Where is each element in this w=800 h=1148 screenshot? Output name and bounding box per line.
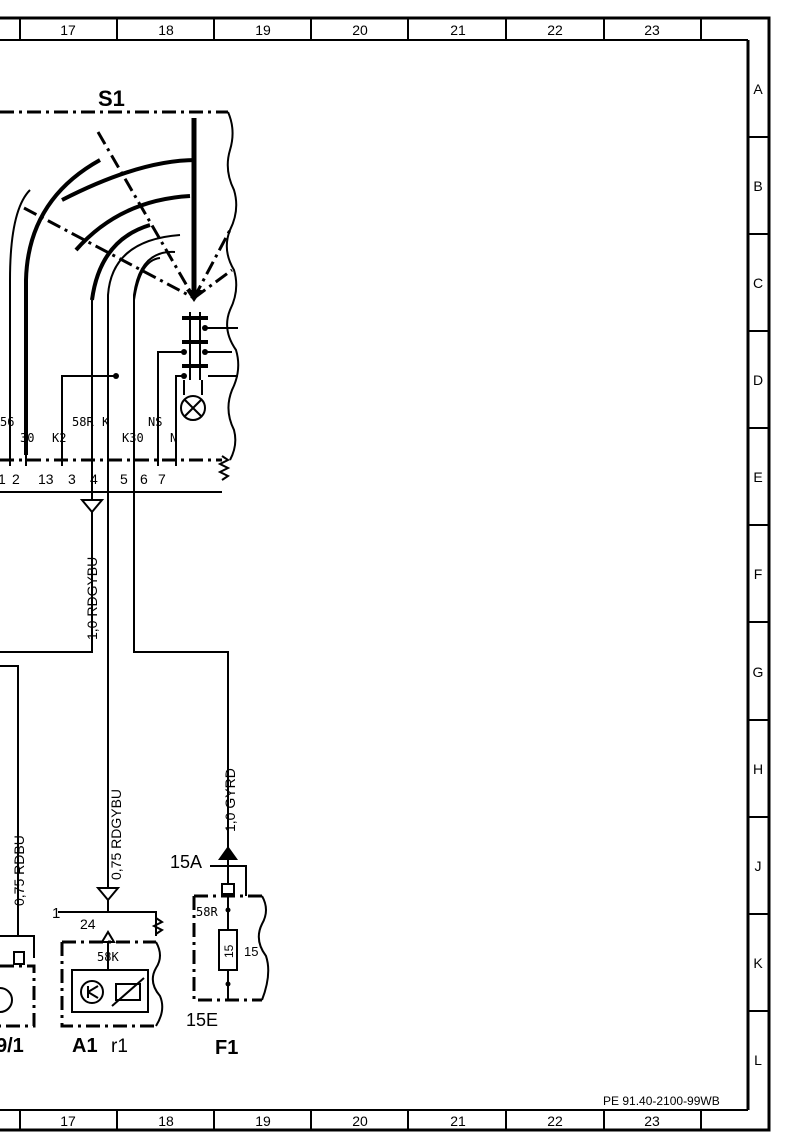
f1-bottom-terminal: 15E	[186, 1010, 218, 1030]
s1-pin-number: 5	[120, 471, 128, 487]
s1-pin-number: 4	[90, 471, 98, 487]
s1-pin-number: 7	[158, 471, 166, 487]
column-labels-top: 17 18 19 20 21 22 23	[60, 22, 660, 38]
col-label: 23	[644, 22, 660, 38]
col-label: 19	[255, 1113, 271, 1129]
wire-label: 0,75 RDGYBU	[108, 789, 124, 880]
column-labels-bottom: 17 18 19 20 21 22 23	[60, 1113, 660, 1129]
s1-pin-name: 58R	[72, 415, 94, 429]
row-label: J	[755, 858, 762, 874]
f1-fuse-label: 15	[244, 944, 258, 959]
row-label: G	[753, 664, 764, 680]
s1-switch: S1	[0, 86, 240, 493]
col-label: 18	[158, 22, 174, 38]
wire-label: 0,75 RDBU	[11, 835, 27, 906]
a1-ref: A1	[72, 1035, 98, 1057]
row-label: D	[753, 372, 763, 388]
row-label: B	[753, 178, 762, 194]
f1-fuse-value: 15	[222, 944, 236, 958]
f1-pin-label: 58R	[196, 905, 218, 919]
s1-pin-name: 56	[0, 415, 14, 429]
a1-sub-ref: r1	[111, 1036, 128, 1057]
row-label: L	[754, 1052, 762, 1068]
row-label: E	[753, 469, 762, 485]
a1-component: 1 24 58K A1 r1	[52, 905, 164, 1057]
wire-rdgybu-1: 1,0 RDGYBU	[0, 466, 105, 653]
col-label: 20	[352, 1113, 368, 1129]
document-code: PE 91.40-2100-99WB	[603, 1094, 720, 1108]
wire-label: 1,0 RDGYBU	[84, 557, 100, 640]
s1-pin-name: N	[170, 431, 177, 445]
row-labels: A B C D E F G H J K L	[753, 81, 764, 1068]
a1-pin-label: 58K	[97, 950, 119, 964]
col-label: 18	[158, 1113, 174, 1129]
col-label: 21	[450, 1113, 466, 1129]
drawing-frame	[0, 16, 771, 1132]
a1-pin-number: 24	[80, 916, 96, 932]
col-label: 23	[644, 1113, 660, 1129]
row-label: C	[753, 275, 763, 291]
col-label: 17	[60, 1113, 76, 1129]
wire-gyrd: 1,0 GYRD	[133, 466, 238, 860]
s1-pin-number: 13	[38, 471, 54, 487]
col-label: 19	[255, 22, 271, 38]
f1-top-terminal: 15A	[170, 852, 202, 872]
left-partial-component: 9/1	[0, 935, 36, 1057]
s1-pin-name: K	[102, 415, 110, 429]
s1-pin-number: 1	[0, 471, 6, 487]
s1-pin-name: K2	[52, 431, 66, 445]
col-label: 22	[547, 22, 563, 38]
row-label: A	[753, 81, 763, 97]
s1-pin-name: K30	[122, 431, 144, 445]
wire-rdbu: 0,75 RDBU	[0, 665, 27, 936]
row-label: K	[753, 955, 763, 971]
s1-pin-name: 30	[20, 431, 34, 445]
f1-component: 15A 58R 15 15 15E F1	[170, 852, 270, 1059]
s1-pin-name: NS	[148, 415, 162, 429]
col-label: 22	[547, 1113, 563, 1129]
left-partial-ref: 9/1	[0, 1035, 24, 1057]
wire-label: 1,0 GYRD	[222, 768, 238, 832]
s1-pin-number: 2	[12, 471, 20, 487]
s1-pin-number: 3	[68, 471, 76, 487]
row-label: F	[754, 566, 763, 582]
row-label: H	[753, 761, 763, 777]
col-label: 21	[450, 22, 466, 38]
f1-ref: F1	[215, 1037, 238, 1059]
col-label: 17	[60, 22, 76, 38]
a1-terminal: 1	[52, 905, 60, 922]
s1-ref: S1	[98, 86, 125, 111]
wire-rdgybu-2: 0,75 RDGYBU	[95, 466, 124, 912]
s1-pin-number: 6	[140, 471, 148, 487]
col-label: 20	[352, 22, 368, 38]
